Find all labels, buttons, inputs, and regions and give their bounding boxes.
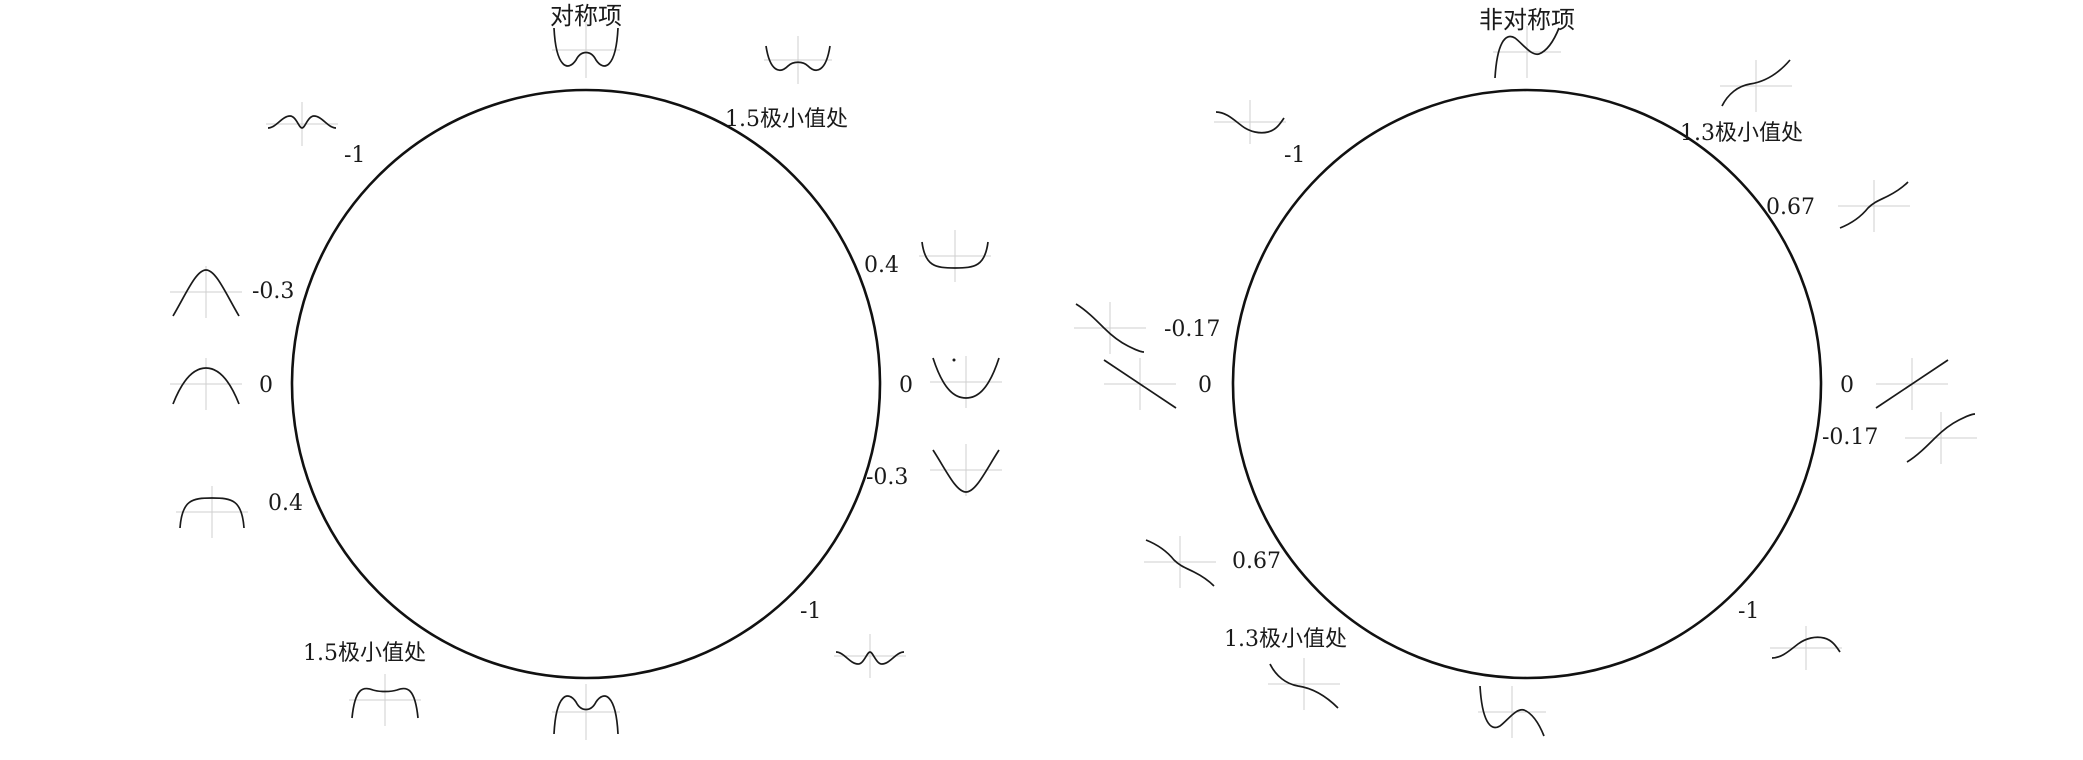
sym-label-left-upper: -0.3 (252, 279, 294, 304)
asym-thumb-bottom-right (1770, 626, 1842, 670)
sym-thumb-bottom-right (834, 634, 906, 678)
sym-thumb-top-left (266, 102, 338, 146)
asym-thumb-top-right (1720, 59, 1792, 112)
asym-label-bottom-left: 1.3极小值处 (1224, 627, 1347, 652)
symmetric-ring (290, 88, 882, 680)
sym-thumb-right-middle (930, 356, 1002, 408)
asym-label-left-middle: 0 (1198, 373, 1212, 398)
asym-label-bottom-right: -1 (1738, 599, 1759, 624)
asym-thumb-right-middle (1875, 358, 1949, 410)
sym-thumb-bottom (552, 684, 620, 740)
sym-thumb-bottom-left (349, 674, 421, 726)
asym-thumb-right-lower (1905, 412, 1977, 464)
sym-label-top-right: 1.5极小值处 (725, 107, 848, 132)
asymmetric-ring (1231, 88, 1823, 680)
sym-label-bottom-left: 1.5极小值处 (303, 641, 426, 666)
asym-label-right-lower: -0.17 (1822, 425, 1878, 450)
asymmetric-diagram: 非对称项 1.3极小值处 0.67 0 -0.17 -1 1.3极小值处 0.6… (1074, 6, 1977, 738)
sym-label-left-middle: 0 (259, 373, 273, 398)
asym-label-top-right: 1.3极小值处 (1680, 121, 1803, 146)
sym-label-left-lower: 0.4 (268, 491, 303, 516)
asym-thumb-left-middle (1103, 358, 1177, 410)
asym-label-left-upper: -0.17 (1164, 317, 1220, 342)
asym-label-right-middle: 0 (1840, 373, 1854, 398)
sym-thumb-left-upper (170, 266, 242, 318)
asym-thumb-bottom-left (1268, 658, 1340, 710)
sym-thumb-left-middle (170, 358, 242, 410)
asym-thumb-right-upper (1838, 180, 1910, 232)
asym-thumb-left-upper (1074, 302, 1146, 354)
sym-thumb-right-upper (919, 230, 991, 282)
asym-label-left-lower: 0.67 (1232, 549, 1281, 574)
asym-thumb-left-lower (1144, 536, 1216, 588)
asym-label-top-left: -1 (1284, 143, 1305, 168)
asym-thumb-top (1493, 26, 1561, 79)
sym-thumb-top (552, 22, 620, 78)
sym-label-top-left: -1 (344, 143, 365, 168)
asym-label-right-upper: 0.67 (1766, 195, 1815, 220)
asym-thumb-bottom (1478, 685, 1546, 738)
sym-thumb-left-lower (176, 486, 248, 538)
sym-thumb-top-right (764, 36, 832, 84)
sym-thumb-right-lower (930, 444, 1002, 496)
sym-label-bottom-right: -1 (800, 599, 821, 624)
sym-label-right-middle: 0 (899, 373, 913, 398)
symmetric-diagram: 对称项 1.5极小值处 0.4 0 -0.3 -1 1.5极小值处 0.4 0 … (170, 2, 1002, 740)
sym-label-right-upper: 0.4 (864, 253, 899, 278)
asym-thumb-top-left (1214, 100, 1286, 144)
sym-label-right-lower: -0.3 (866, 465, 908, 490)
